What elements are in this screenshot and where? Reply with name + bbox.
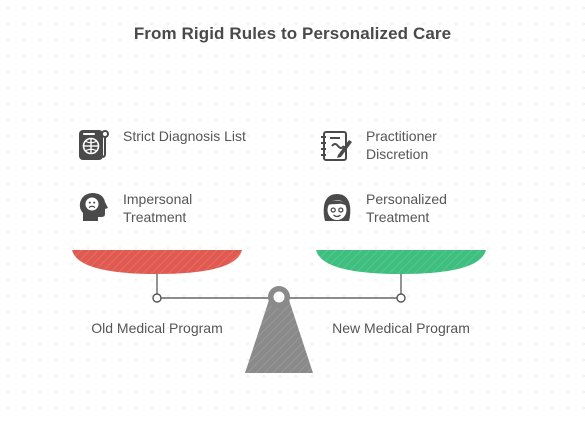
old-program-label: Old Medical Program (91, 320, 223, 336)
scale-stand (245, 286, 313, 373)
scale-pivot (273, 291, 285, 303)
page-title: From Rigid Rules to Personalized Care (133, 24, 452, 43)
new-program-label: New Medical Program (332, 320, 470, 336)
left-pan (72, 250, 242, 274)
diagnosis-list-icon (79, 130, 109, 160)
left-item-diagnosis-label: Strict Diagnosis List (123, 128, 246, 144)
notepad-pen-icon (321, 131, 352, 161)
left-item-diagnosis: Strict Diagnosis List (77, 127, 253, 162)
right-item-discretion-label: Practitioner Discretion (366, 128, 437, 162)
sad-head-icon (79, 193, 108, 221)
left-item-impersonal-label: Impersonal Treatment (123, 191, 193, 225)
left-item-impersonal: Impersonal Treatment (77, 190, 253, 226)
right-beam-end (396, 293, 406, 303)
left-beam-end (152, 293, 162, 303)
right-item-personalized: Personalized Treatment (320, 190, 496, 226)
happy-face-icon (323, 194, 351, 221)
right-pan (316, 250, 486, 274)
right-item-personalized-label: Personalized Treatment (366, 191, 447, 225)
right-item-discretion: Practitioner Discretion (320, 127, 496, 163)
